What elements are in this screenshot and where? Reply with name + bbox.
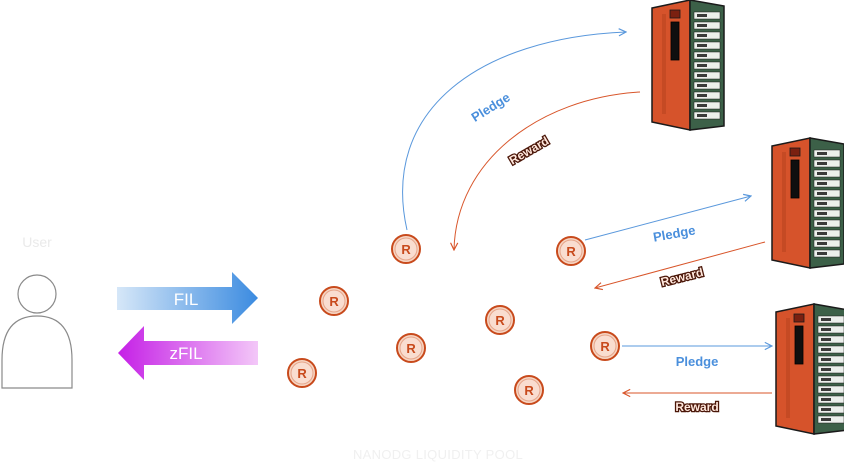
token-symbol: R xyxy=(566,244,576,259)
token-symbol: R xyxy=(406,341,416,356)
token-symbol: R xyxy=(329,294,339,309)
fil-deposit-arrow: FIL xyxy=(117,272,258,324)
pool-label: NANODG LIQUIDITY POOL xyxy=(353,447,523,462)
token-icon: R xyxy=(287,358,317,388)
token-icon: R xyxy=(391,234,421,264)
zfil-withdraw-arrow: zFIL xyxy=(118,326,258,380)
token-icon: R xyxy=(556,236,586,266)
token-icon: R xyxy=(319,286,349,316)
token-symbol: R xyxy=(524,383,534,398)
reward-line-1 xyxy=(454,91,641,250)
token-icon: R xyxy=(396,333,426,363)
token-symbol: R xyxy=(495,313,505,328)
server-icon xyxy=(771,137,844,269)
user-label: User xyxy=(22,234,52,250)
fil-label: FIL xyxy=(174,290,199,309)
zfil-label: zFIL xyxy=(169,344,202,363)
pledge-label-1: Pledge xyxy=(469,90,513,125)
reward-label-1: Reward xyxy=(507,134,552,168)
server-icon xyxy=(775,303,844,435)
pledge-line-2 xyxy=(584,196,751,241)
pledge-line-1 xyxy=(402,32,626,231)
token-icon: R xyxy=(514,375,544,405)
reward-label-3: Reward xyxy=(675,400,718,414)
token-symbol: R xyxy=(401,242,411,257)
token-icon: R xyxy=(590,331,620,361)
reward-line-2 xyxy=(595,241,766,288)
token-symbol: R xyxy=(600,339,610,354)
token-icon: R xyxy=(485,305,515,335)
user-icon xyxy=(1,274,73,389)
server-icon xyxy=(651,0,725,131)
token-symbol: R xyxy=(297,366,307,381)
pledge-label-2: Pledge xyxy=(652,222,697,244)
pledge-label-3: Pledge xyxy=(676,354,719,369)
tokens: R R R R R R R R xyxy=(287,234,620,405)
